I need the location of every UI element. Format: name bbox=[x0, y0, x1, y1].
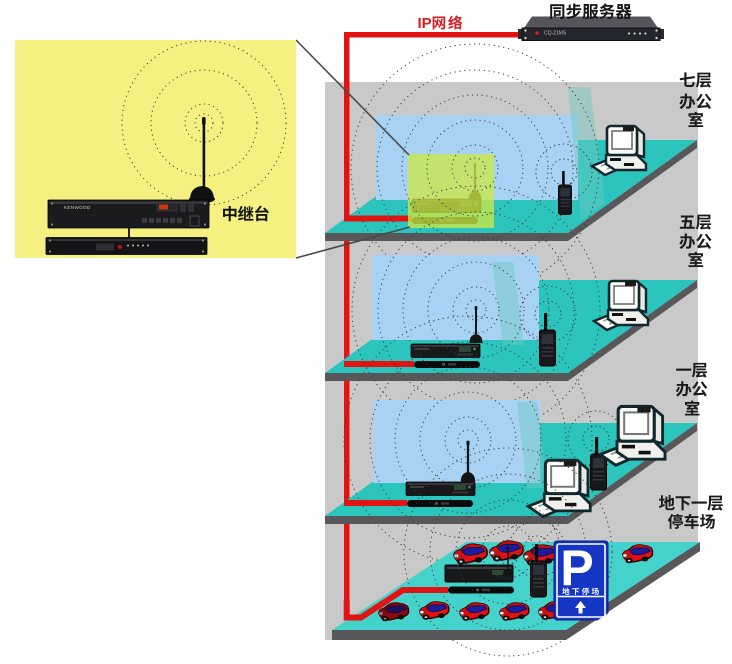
svg-text:IP: IP bbox=[418, 15, 432, 32]
svg-text:P: P bbox=[560, 540, 593, 596]
svg-text:KENWOOD: KENWOOD bbox=[64, 205, 91, 210]
svg-text:CQ-21MS: CQ-21MS bbox=[544, 31, 567, 37]
